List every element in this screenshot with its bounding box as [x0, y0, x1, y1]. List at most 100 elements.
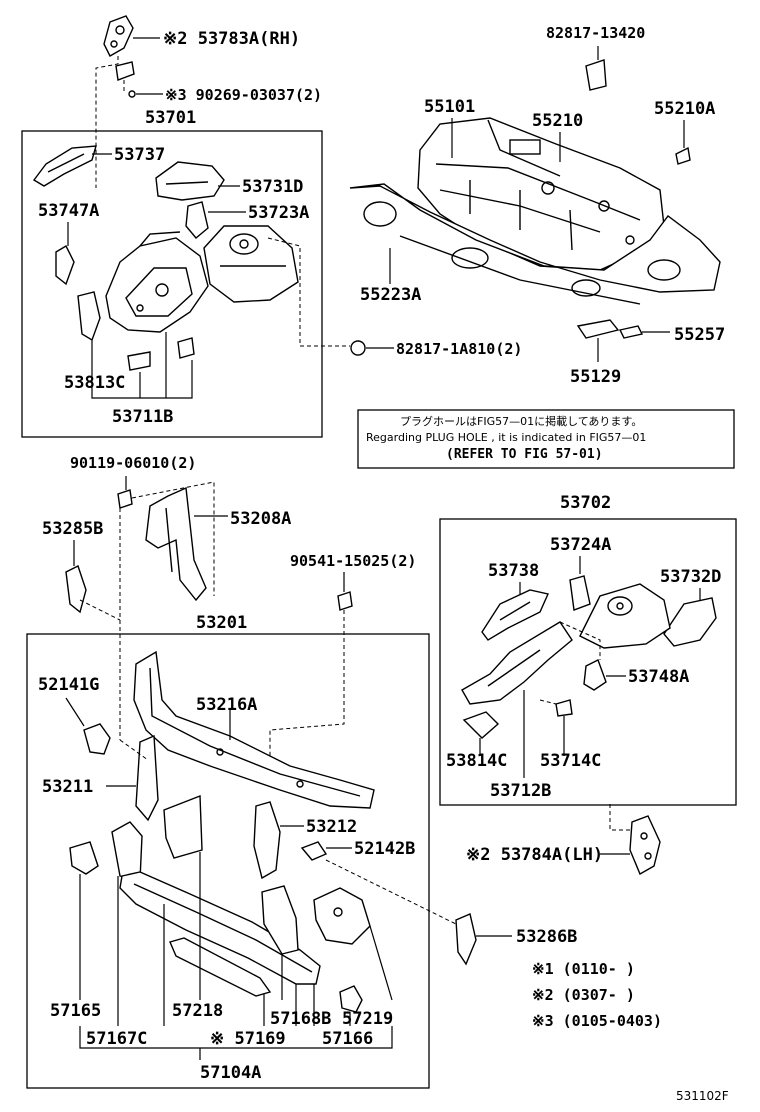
label-53285B: 53285B: [42, 519, 103, 539]
legend-line-2: ※2 (0307- ): [532, 986, 635, 1004]
part-57166-shape: [339, 985, 363, 1013]
part-57218-shape: [163, 794, 203, 859]
label-55257: 55257: [674, 325, 725, 345]
part-53212-side-support: [253, 801, 281, 880]
label-52141G: 52141G: [38, 675, 99, 695]
label-53732D: 53732D: [660, 567, 721, 587]
group-box-53702: [439, 518, 737, 806]
part-57104A-crossmember: [119, 871, 321, 985]
label-53813C: 53813C: [64, 373, 125, 393]
part-53813C-shape: [77, 291, 101, 342]
notice-line-3: (REFER TO FIG 57-01): [446, 447, 603, 462]
part-53783A-shape: [103, 15, 134, 57]
label-53748A: 53748A: [628, 667, 689, 687]
part-52142B-shape: [300, 841, 328, 861]
label-55223A: 55223A: [360, 285, 421, 305]
label-57168B: 57168B: [270, 1009, 331, 1029]
part-53711B-shape: [105, 231, 209, 333]
part-82817-13420-shape: [585, 59, 607, 91]
label-53731D: 53731D: [242, 177, 303, 197]
part-52141G-shape: [83, 723, 111, 755]
part-small-bracket-2: [177, 337, 195, 359]
label-55210: 55210: [532, 111, 583, 131]
notice-line-2: Regarding PLUG HOLE , it is indicated in…: [366, 431, 646, 444]
part-82817-1A810-shape: [350, 340, 366, 356]
group-box-53201: [26, 633, 430, 1089]
label-55101: 55101: [424, 97, 475, 117]
notice-line-1: プラグホールはFIG57—01に掲載してあります。: [400, 414, 642, 428]
part-55101-dash-panel: [417, 117, 665, 271]
part-57167C-shape: [111, 821, 143, 881]
label-53211: 53211: [42, 777, 93, 797]
label-53701: 53701: [145, 108, 196, 128]
legend-line-3: ※3 (0105-0403): [532, 1012, 662, 1030]
label-53737: 53737: [114, 145, 165, 165]
label-57167C: 57167C: [86, 1029, 147, 1049]
label-57104A: 57104A: [200, 1063, 261, 1083]
notice-box: [357, 409, 735, 469]
part-53723A-shape: [185, 201, 209, 239]
label-90269: ※3 90269-03037(2): [165, 86, 322, 104]
label-57166: 57166: [322, 1029, 373, 1049]
part-53216A-upper-support: [133, 650, 375, 809]
label-57218: 57218: [172, 1001, 223, 1021]
label-53286B: 53286B: [516, 927, 577, 947]
part-right-tower-shape: [579, 583, 671, 649]
figure-id: 531102F: [676, 1089, 729, 1103]
part-53748A-shape: [583, 659, 607, 691]
label-53723A: 53723A: [248, 203, 309, 223]
part-53724A-shape: [569, 575, 591, 611]
label-53702: 53702: [560, 493, 611, 513]
part-53208A-shape: [145, 486, 207, 602]
label-90119: 90119-06010(2): [70, 454, 196, 472]
label-53212: 53212: [306, 817, 357, 837]
part-55129-shape: [576, 319, 620, 339]
label-53784A: ※2 53784A(LH): [466, 845, 603, 865]
part-53211-side-support: [135, 734, 159, 822]
part-53737-shape: [32, 145, 97, 187]
part-53732D-shape: [663, 597, 717, 647]
label-82817-13420: 82817-13420: [546, 24, 645, 42]
part-53285B-shape: [65, 565, 87, 614]
label-53724A: 53724A: [550, 535, 611, 555]
label-82817-1A810: 82817-1A810(2): [396, 340, 522, 358]
part-53712B-apron: [461, 621, 573, 705]
part-55223A-insulator: [349, 183, 721, 305]
part-55257-shape: [618, 325, 644, 339]
part-53747A-shape: [55, 245, 75, 286]
label-55129: 55129: [570, 367, 621, 387]
group-box-53701: [21, 130, 323, 438]
part-53784A-shape: [629, 815, 661, 876]
bolt-90541-shape: [337, 591, 353, 611]
part-53731D-shape: [155, 161, 225, 201]
bolt-90269-shape: [115, 61, 136, 98]
part-53814C-shape: [462, 711, 500, 739]
label-53747A: 53747A: [38, 201, 99, 221]
label-53738: 53738: [488, 561, 539, 581]
part-small-bracket-1: [127, 351, 151, 371]
label-53814C: 53814C: [446, 751, 507, 771]
label-52142B: 52142B: [354, 839, 415, 859]
part-57168B-shape: [261, 885, 299, 955]
part-55210A-shape: [675, 146, 691, 165]
label-90541: 90541-15025(2): [290, 552, 416, 570]
part-tower-shape: [203, 225, 299, 303]
part-57169-shape: [169, 937, 272, 997]
part-53738-shape: [481, 589, 549, 641]
label-53208A: 53208A: [230, 509, 291, 529]
legend-line-1: ※1 (0110- ): [532, 960, 635, 978]
label-53216A: 53216A: [196, 695, 257, 715]
part-57219-shape: [313, 887, 371, 945]
label-53712B: 53712B: [490, 781, 551, 801]
part-53714C-shape: [555, 699, 573, 717]
label-53783A: ※2 53783A(RH): [163, 29, 300, 49]
label-57169: ※ 57169: [210, 1029, 286, 1049]
label-53714C: 53714C: [540, 751, 601, 771]
bolt-90119-shape: [117, 476, 133, 509]
part-53286B-shape: [455, 913, 477, 966]
label-55210A: 55210A: [654, 99, 715, 119]
label-53711B: 53711B: [112, 407, 173, 427]
part-57165-shape: [69, 841, 99, 875]
label-57219: 57219: [342, 1009, 393, 1029]
